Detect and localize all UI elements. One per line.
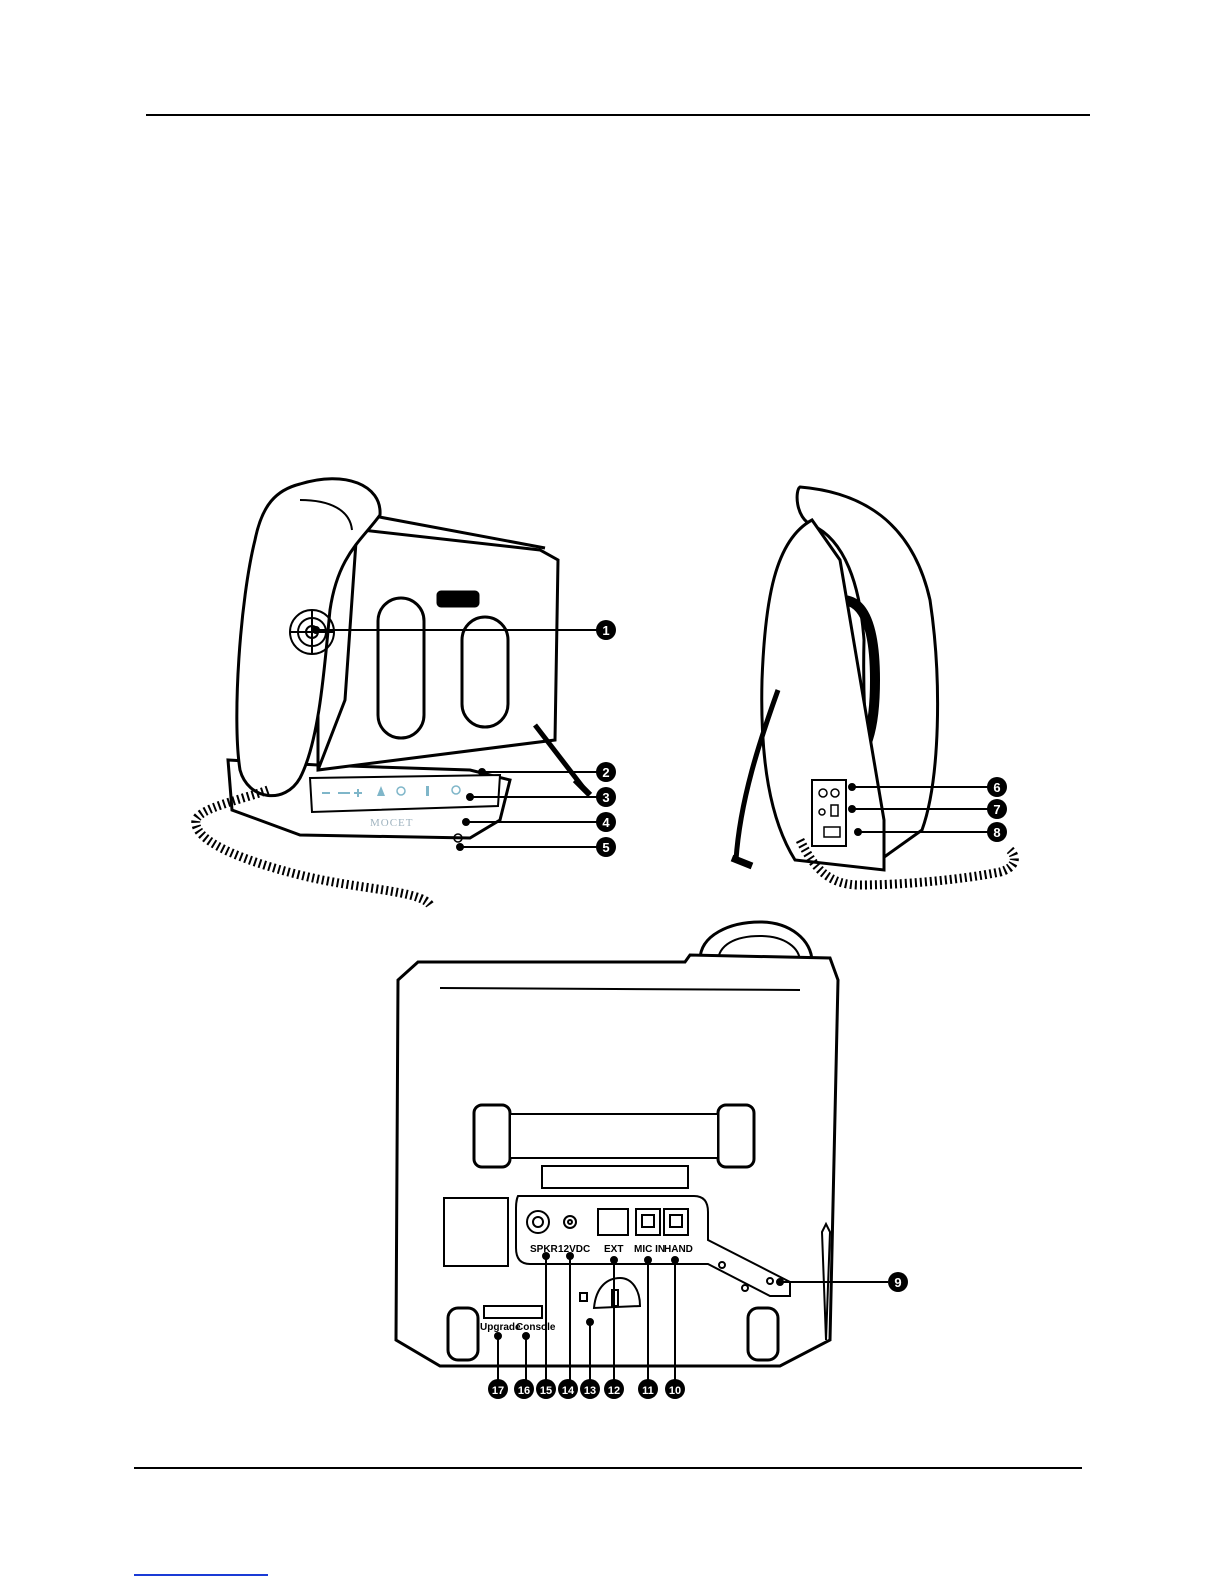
rear-view xyxy=(396,922,838,1366)
callout-badge-17: 17 xyxy=(488,1379,508,1399)
front-panel-logo: MOCET xyxy=(370,817,414,829)
svg-text:15: 15 xyxy=(540,1385,552,1397)
svg-text:6: 6 xyxy=(993,780,1000,795)
svg-text:12: 12 xyxy=(608,1385,620,1397)
svg-text:14: 14 xyxy=(562,1385,575,1397)
callout-badge-11: 11 xyxy=(638,1379,658,1399)
svg-text:13: 13 xyxy=(584,1385,596,1397)
upgrade-port-label: Upgrade xyxy=(480,1322,521,1333)
console-port-label: Console xyxy=(516,1322,556,1333)
callout-badge-6: 6 xyxy=(987,777,1007,797)
callout-badge-7: 7 xyxy=(987,799,1007,819)
callout-badge-4: 4 xyxy=(596,812,616,832)
callout-badge-5: 5 xyxy=(596,837,616,857)
svg-text:4: 4 xyxy=(602,815,610,830)
callout-badge-9: 9 xyxy=(888,1272,908,1292)
callout-badge-1: 1 xyxy=(596,620,616,640)
callout-badge-2: 2 xyxy=(596,762,616,782)
svg-text:3: 3 xyxy=(602,790,609,805)
callout-badge-12: 12 xyxy=(604,1379,624,1399)
callout-badge-16: 16 xyxy=(514,1379,534,1399)
side-view xyxy=(732,487,1014,885)
callout-badge-8: 8 xyxy=(987,822,1007,842)
callout-badge-13: 13 xyxy=(580,1379,600,1399)
hand-port-label: HAND xyxy=(664,1244,693,1255)
svg-text:9: 9 xyxy=(894,1275,901,1290)
svg-text:10: 10 xyxy=(669,1385,681,1397)
ext-port-label: EXT xyxy=(604,1244,623,1255)
svg-text:8: 8 xyxy=(993,825,1000,840)
svg-text:7: 7 xyxy=(993,802,1000,817)
callout-badge-3: 3 xyxy=(596,787,616,807)
callout-badge-14: 14 xyxy=(558,1379,578,1399)
svg-text:1: 1 xyxy=(602,623,609,638)
svg-text:11: 11 xyxy=(642,1385,654,1397)
svg-text:17: 17 xyxy=(492,1385,504,1397)
svg-text:16: 16 xyxy=(518,1385,530,1397)
callout-badge-10: 10 xyxy=(665,1379,685,1399)
mic-port-label: MIC IN xyxy=(634,1244,665,1255)
front-view xyxy=(196,479,590,905)
svg-text:5: 5 xyxy=(602,840,609,855)
callout-badge-15: 15 xyxy=(536,1379,556,1399)
power-port-label: 12VDC xyxy=(558,1244,590,1255)
svg-text:2: 2 xyxy=(602,765,609,780)
